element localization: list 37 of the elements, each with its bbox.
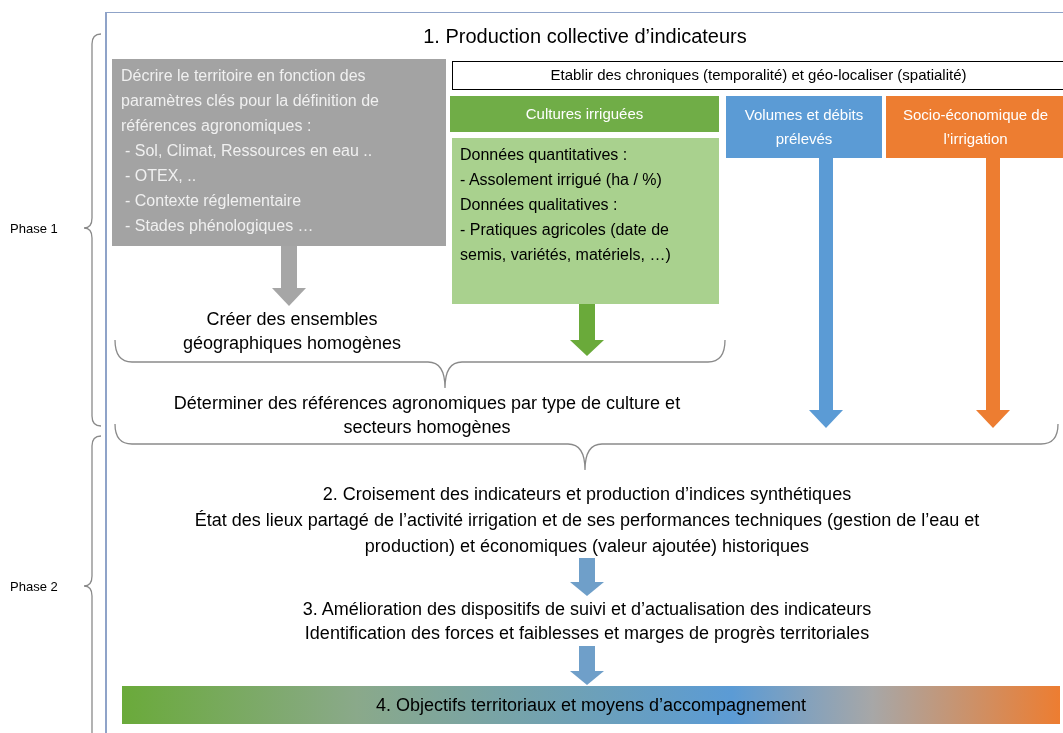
- list-item: - Sol, Climat, Ressources en eau ..: [124, 141, 374, 161]
- node-text: État des lieux partagé de l’activité irrigation et de ses performances techniques (gestion de l’eau et production) et économiques (valeur ajoutée) historiques: [193, 509, 981, 558]
- list-item: - OTEX, ..: [124, 166, 198, 186]
- description-text: Décrire le territoire en fonction des paramètres clés pour la définition de références agronomiques :: [121, 66, 380, 136]
- category-header: [450, 96, 719, 132]
- objective-bar: [122, 686, 1060, 724]
- list-item: - Contexte réglementaire: [124, 191, 303, 211]
- block-arrow: [570, 646, 604, 685]
- block-arrow: [272, 245, 306, 306]
- category-header: [886, 96, 1063, 158]
- block-arrow: [976, 157, 1010, 428]
- header-box: [452, 61, 1063, 90]
- phase-label: Phase 2: [10, 578, 59, 596]
- node-text: Volumes et débits prélevés: [743, 105, 865, 149]
- node-text: Déterminer des références agronomiques par type de culture et secteurs homogènes: [172, 392, 682, 439]
- node-text: Créer des ensembles géographiques homogènes: [181, 308, 403, 355]
- node-text: Cultures irriguées: [525, 103, 644, 124]
- block-arrow: [809, 157, 843, 428]
- description-box: [112, 59, 446, 246]
- list-item: - Assolement irrigué (ha / %): [460, 170, 663, 190]
- data-box: [452, 138, 719, 304]
- category-header: [726, 96, 882, 158]
- step-heading: 3. Amélioration des dispositifs de suivi et d’actualisation des indicateurs: [301, 598, 873, 621]
- description-text: Données qualitatives :: [460, 195, 619, 215]
- block-arrow: [570, 558, 604, 596]
- phase-label: Phase 1: [10, 220, 59, 238]
- list-item: - Pratiques agricoles (date de semis, variétés, matériels, …): [460, 220, 672, 265]
- frame-title: 1. Production collective d’indicateurs: [422, 24, 748, 49]
- node-text: Socio-économique de l’irrigation: [901, 105, 1050, 149]
- node-text: 4. Objectifs territoriaux et moyens d’accompagnement: [375, 693, 807, 717]
- frame-panel: [105, 12, 1063, 733]
- step-heading: 2. Croisement des indicateurs et production d’indices synthétiques: [321, 483, 853, 506]
- node-text: Etablir des chroniques (temporalité) et géo-localiser (spatialité): [550, 65, 967, 86]
- node-text: Identification des forces et faiblesses et marges de progrès territoriales: [303, 622, 871, 645]
- list-item: - Stades phénologiques …: [124, 216, 315, 236]
- description-text: Données quantitatives :: [460, 145, 629, 165]
- block-arrow: [570, 303, 604, 356]
